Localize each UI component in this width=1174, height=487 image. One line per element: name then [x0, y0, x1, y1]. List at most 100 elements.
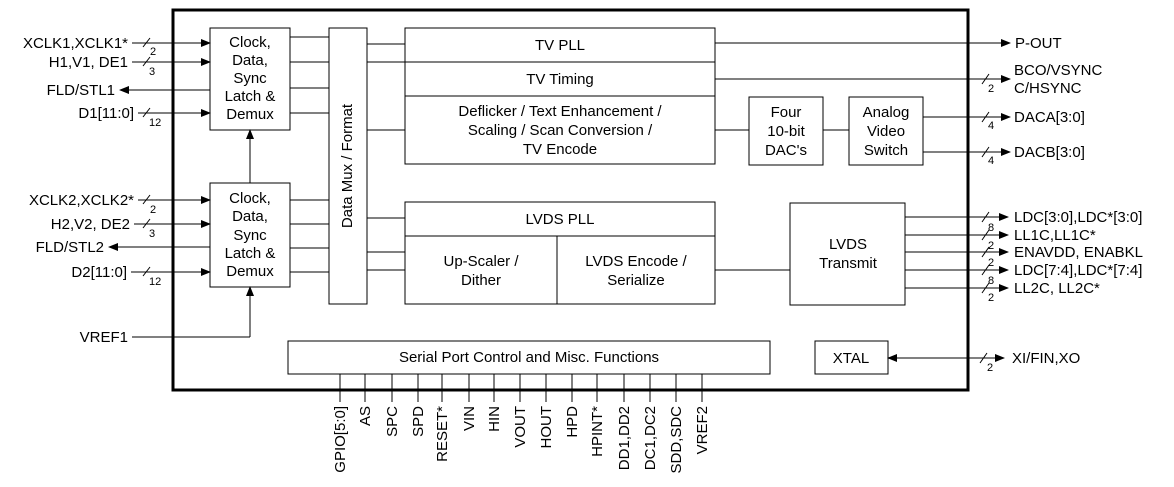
pin-spd: SPD: [410, 406, 427, 437]
bus-enavdd: 2: [988, 257, 994, 269]
pin-sdd: SDD,SDC: [668, 406, 685, 474]
left-signals: XCLK1,XCLK1* 2 H1,V1, DE1 3 FLD/STL1 D1[…: [23, 35, 250, 346]
latch1-line-1: Clock,: [229, 34, 271, 51]
signal-xclk1: XCLK1,XCLK1*: [23, 35, 128, 52]
bus-xclk1: 2: [150, 46, 156, 58]
tv-encode-line-1: Deflicker / Text Enhancement /: [458, 103, 662, 120]
bus-ll1c: 2: [988, 240, 994, 252]
latch1-line-4: Latch &: [225, 88, 276, 105]
bus-d1: 12: [149, 117, 161, 129]
pin-hin: HIN: [486, 406, 503, 432]
signal-h2v2: H2,V2, DE2: [51, 216, 130, 233]
serial-port-block: Serial Port Control and Misc. Functions: [287, 340, 771, 375]
latch2-line-1: Clock,: [229, 190, 271, 207]
bus-ldc74: 8: [988, 275, 994, 287]
signal-daca: DACA[3:0]: [1014, 109, 1085, 126]
latch2-line-3: Sync: [233, 227, 267, 244]
xtal-label: XTAL: [833, 350, 869, 367]
bus-ll2c: 2: [988, 292, 994, 304]
signal-ldc74: LDC[7:4],LDC*[7:4]: [1014, 262, 1142, 279]
signal-ll2c: LL2C, LL2C*: [1014, 280, 1100, 297]
pin-dc: DC1,DC2: [642, 406, 659, 470]
pin-spc: SPC: [384, 406, 401, 437]
bus-ldc30: 8: [988, 222, 994, 234]
analog-switch-line-3: Switch: [864, 142, 908, 159]
pin-as: AS: [357, 406, 374, 426]
signal-xi: XI/FIN,XO: [1012, 350, 1080, 367]
lvds-transmit-line-2: Transmit: [819, 255, 878, 272]
tv-encode-line-3: TV Encode: [523, 141, 597, 158]
xtal-block: XTAL: [814, 340, 889, 375]
signal-dacb: DACB[3:0]: [1014, 144, 1085, 161]
signal-fld2: FLD/STL2: [36, 239, 104, 256]
signal-ldc30: LDC[3:0],LDC*[3:0]: [1014, 209, 1142, 226]
bus-xclk2: 2: [150, 204, 156, 216]
serial-port-label: Serial Port Control and Misc. Functions: [399, 349, 659, 366]
bus-h1v1: 3: [149, 66, 155, 78]
bus-daca: 4: [988, 120, 994, 132]
pin-dd: DD1,DD2: [616, 406, 633, 470]
signal-xclk2: XCLK2,XCLK2*: [29, 192, 134, 209]
tv-encode-block: Deflicker / Text Enhancement / Scaling /…: [404, 95, 716, 165]
lvds-pll-block: LVDS PLL: [404, 201, 716, 237]
tv-pll-block: TV PLL: [404, 27, 716, 63]
pin-hpint: HPINT*: [589, 406, 606, 457]
signal-ll1c: LL1C,LL1C*: [1014, 227, 1096, 244]
tv-pll-label: TV PLL: [535, 37, 585, 54]
latch-block-2: Clock, Data, Sync Latch & Demux: [209, 182, 291, 288]
lvds-encode-line-1: LVDS Encode /: [585, 253, 687, 270]
data-mux-block: Data Mux / Format: [328, 27, 368, 305]
latch1-line-2: Data,: [232, 52, 268, 69]
latch2-line-2: Data,: [232, 208, 268, 225]
internal-wires: [246, 36, 849, 337]
dac-line-2: 10-bit: [767, 123, 805, 140]
signal-h1v1: H1,V1, DE1: [49, 54, 128, 71]
signal-pout: P-OUT: [1015, 35, 1062, 52]
lvds-pll-label: LVDS PLL: [526, 211, 595, 228]
lvds-encode-line-2: Serialize: [607, 272, 665, 289]
signal-vref1: VREF1: [80, 329, 128, 346]
bus-dacb: 4: [988, 155, 994, 167]
tv-encode-line-2: Scaling / Scan Conversion /: [468, 122, 653, 139]
tv-timing-block: TV Timing: [404, 61, 716, 97]
analog-switch-line-2: Video: [867, 123, 905, 140]
dac-block: Four 10-bit DAC's: [748, 96, 824, 166]
signal-d2: D2[11:0]: [71, 264, 127, 281]
signal-enavdd: ENAVDD, ENABKL: [1014, 244, 1143, 261]
pin-reset: RESET*: [434, 406, 451, 462]
upscaler-block: Up-Scaler / Dither: [404, 235, 558, 305]
signal-bco-vsync: BCO/VSYNC: [1014, 62, 1103, 79]
latch2-line-4: Latch &: [225, 245, 276, 262]
latch2-line-5: Demux: [226, 263, 274, 280]
lvds-encode-block: LVDS Encode / Serialize: [556, 235, 716, 305]
upscaler-line-1: Up-Scaler /: [443, 253, 519, 270]
bus-xi: 2: [987, 362, 993, 374]
bottom-pins: GPIO[5:0] AS SPC SPD RESET* VIN HIN VOUT…: [332, 374, 711, 474]
latch1-line-5: Demux: [226, 106, 274, 123]
dac-line-3: DAC's: [765, 142, 807, 159]
pin-gpio: GPIO[5:0]: [332, 406, 349, 473]
signal-d1: D1[11:0]: [78, 105, 134, 122]
bus-h2v2: 3: [149, 228, 155, 240]
signal-fld1: FLD/STL1: [47, 82, 115, 99]
bus-d2: 12: [149, 276, 161, 288]
latch1-line-3: Sync: [233, 70, 267, 87]
lvds-transmit-line-1: LVDS: [829, 236, 867, 253]
pin-vout: VOUT: [512, 406, 529, 448]
upscaler-line-2: Dither: [461, 272, 501, 289]
data-mux-label: Data Mux / Format: [339, 103, 356, 228]
right-signals: P-OUT 2 BCO/VSYNC C/HSYNC 4 DACA[3:0] 4 …: [715, 35, 1143, 374]
pin-hout: HOUT: [538, 406, 555, 449]
lvds-transmit-block: LVDS Transmit: [789, 202, 906, 306]
dac-line-1: Four: [771, 104, 802, 121]
pin-hpd: HPD: [564, 406, 581, 438]
tv-timing-label: TV Timing: [526, 71, 594, 88]
analog-switch-block: Analog Video Switch: [848, 96, 924, 166]
analog-switch-line-1: Analog: [863, 104, 910, 121]
pin-vin: VIN: [461, 406, 478, 431]
signal-c-hsync: C/HSYNC: [1014, 80, 1082, 97]
bus-bco: 2: [988, 83, 994, 95]
pin-vref2: VREF2: [694, 406, 711, 454]
latch-block-1: Clock, Data, Sync Latch & Demux: [209, 27, 291, 131]
